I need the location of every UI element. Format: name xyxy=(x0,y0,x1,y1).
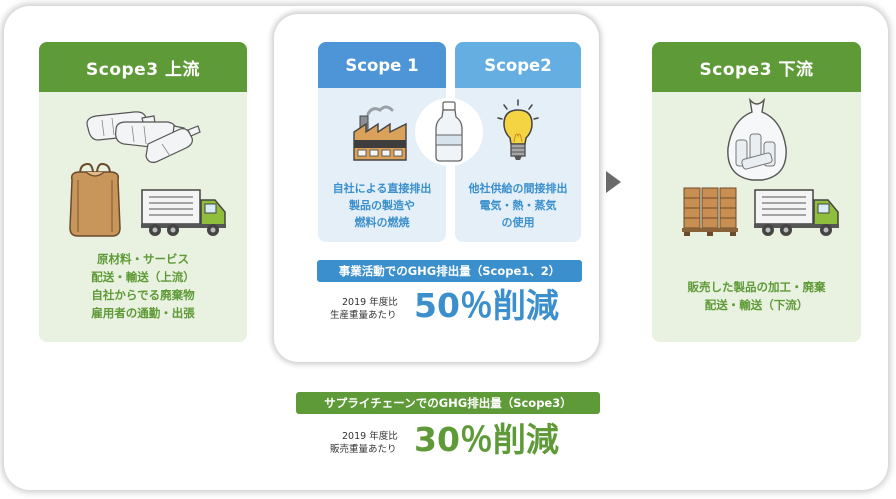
delivery-truck-icon xyxy=(141,189,226,236)
scope2-title: Scope2 xyxy=(455,42,581,88)
delivery-truck-icon xyxy=(754,189,839,236)
scope1-line: 燃料の燃焼 xyxy=(354,216,410,229)
boxes-pallet-icon xyxy=(682,187,738,236)
downstream-title: Scope3 下流 xyxy=(652,42,861,92)
upstream-line: 自社からでる廃棄物 xyxy=(91,288,195,302)
business-target-label: 事業活動でのGHG排出量（Scope1、2） xyxy=(317,260,582,282)
scope1-line: 製品の製造や xyxy=(349,199,415,212)
light-bulb-icon xyxy=(497,99,539,160)
upstream-title: Scope3 上流 xyxy=(39,42,247,92)
scope1-line: 自社による直接排出 xyxy=(332,182,432,195)
scope2-line: 他社供給の間接排出 xyxy=(468,182,568,195)
upstream-description: 原材料・サービス 配送・輸送（上流） 自社からでる廃棄物 雇用者の通勤・出張 xyxy=(39,250,247,322)
scope2-line: の使用 xyxy=(501,216,535,229)
upstream-line: 雇用者の通勤・出張 xyxy=(91,306,195,320)
business-target-basis: 2019 年度比 生産重量あたり xyxy=(330,296,398,322)
scope1-description: 自社による直接排出 製品の製造や 燃料の燃焼 xyxy=(318,180,446,231)
plastic-bottles-icon xyxy=(86,111,201,163)
upstream-line: 原材料・サービス xyxy=(97,252,189,266)
upstream-line: 配送・輸送（上流） xyxy=(91,270,195,284)
business-basis-line: 2019 年度比 xyxy=(342,297,398,308)
business-basis-line: 生産重量あたり xyxy=(330,310,397,321)
downstream-description: 販売した製品の加工・廃棄 配送・輸送（下流） xyxy=(652,278,861,314)
bottle-icon xyxy=(415,98,483,166)
supply-basis-line: 2019 年度比 xyxy=(342,431,398,442)
waste-bag-icon xyxy=(727,97,787,181)
downstream-line: 配送・輸送（下流） xyxy=(704,298,809,312)
scope2-description: 他社供給の間接排出 電気・熱・蒸気 の使用 xyxy=(455,180,581,231)
supply-reduction-value: 30％削減 xyxy=(414,420,559,459)
business-reduction-value: 50％削減 xyxy=(414,286,559,325)
scope1-title: Scope 1 xyxy=(318,42,446,88)
supply-target-basis: 2019 年度比 販売重量あたり xyxy=(330,430,398,456)
supply-target-label: サプライチェーンでのGHG排出量（Scope3） xyxy=(296,392,600,414)
scope2-line: 電気・熱・蒸気 xyxy=(479,199,557,212)
downstream-line: 販売した製品の加工・廃棄 xyxy=(687,280,826,294)
arrow-right-icon xyxy=(606,171,621,193)
bulk-bag-icon xyxy=(69,162,121,237)
factory-icon xyxy=(353,105,407,161)
supply-basis-line: 販売重量あたり xyxy=(330,444,397,455)
